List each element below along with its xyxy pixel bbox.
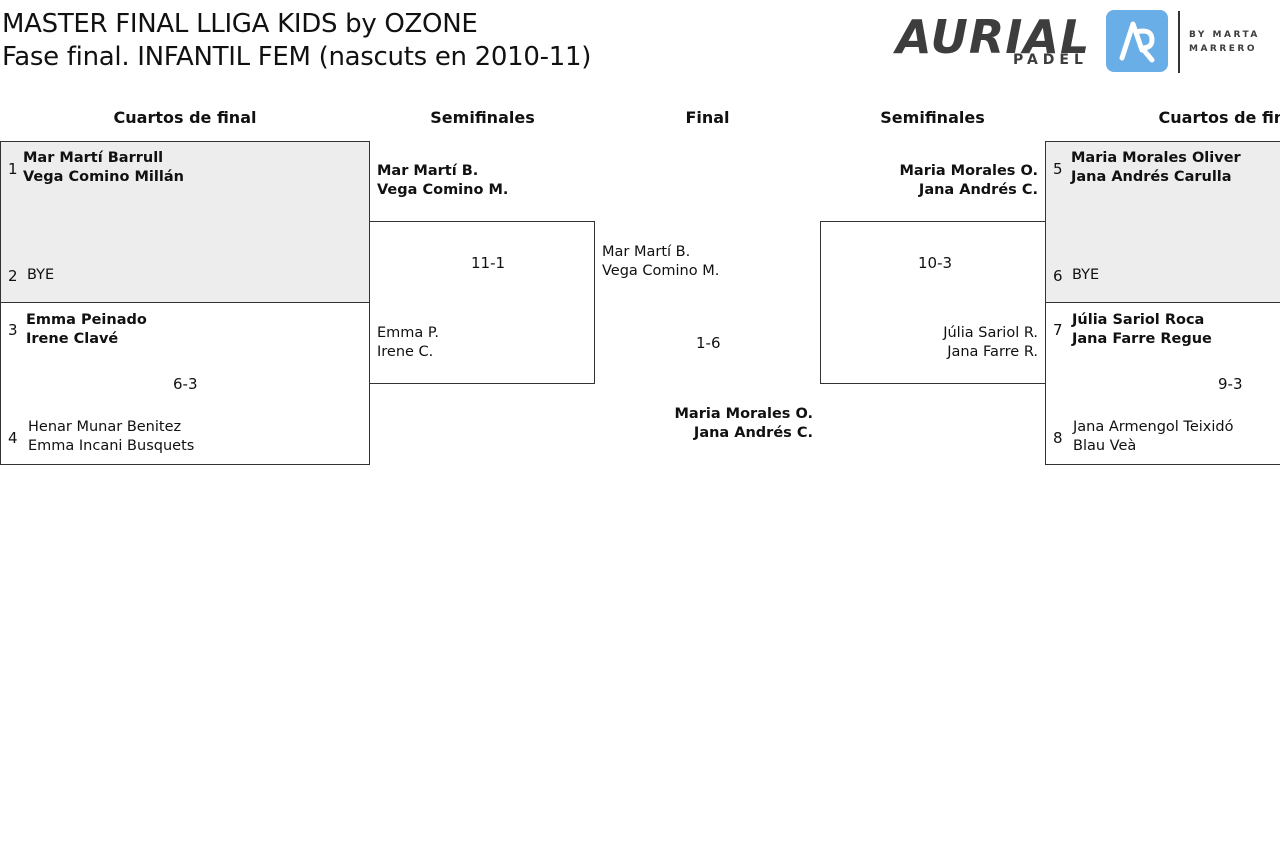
player-name: Jana Armengol Teixidó (1073, 419, 1234, 435)
seed-number: 1 (8, 160, 18, 178)
header-left-semifinals: Semifinales (430, 108, 535, 127)
logo-byline-2: MARRERO (1189, 44, 1258, 54)
logo-byline: BY MARTA MARRERO (1189, 28, 1260, 56)
seed-number: 4 (8, 429, 18, 447)
page-title: MASTER FINAL LLIGA KIDS by OZONE (2, 9, 478, 39)
player-name: Henar Munar Benitez (28, 419, 182, 435)
final-team-a: Mar Martí B. Vega Comino M. (602, 243, 719, 281)
team-name: Jana Armengol Teixidó Blau Veà (1073, 418, 1233, 456)
team-name: BYE (1072, 267, 1100, 283)
team-name: BYE (27, 267, 55, 283)
logo-byline-1: BY MARTA (1189, 30, 1260, 40)
aurial-padel-logo: AURIAL PADEL BY MARTA MARRERO (896, 8, 1276, 78)
logo-divider (1178, 11, 1180, 73)
team-name: Júlia Sariol Roca Jana Farre Regue (1072, 311, 1212, 349)
logo-mark-icon (1106, 10, 1168, 72)
seed-number: 3 (8, 321, 18, 339)
player-name: Maria Morales O. (674, 406, 814, 422)
header-right-semifinals: Semifinales (880, 108, 985, 127)
left-sf-team-a: Mar Martí B. Vega Comino M. (377, 162, 508, 200)
player-name: Emma Incani Busquets (28, 438, 195, 454)
seed-number: 2 (8, 267, 18, 285)
player-name: Maria Morales O. (899, 163, 1039, 179)
player-name: Júlia Sariol R. (943, 325, 1038, 341)
seed-number: 5 (1053, 160, 1063, 178)
player-name: Mar Martí B. (602, 244, 691, 260)
player-name: Maria Morales Oliver (1071, 150, 1241, 166)
player-name: Júlia Sariol Roca (1072, 312, 1205, 328)
player-name: Emma Peinado (26, 312, 147, 328)
match-score: 11-1 (471, 254, 506, 272)
player-name: Vega Comino M. (602, 263, 720, 279)
header-final: Final (685, 108, 730, 127)
player-name: Mar Martí Barrull (23, 150, 164, 166)
seed-number: 8 (1053, 429, 1063, 447)
player-name: Vega Comino M. (377, 182, 509, 198)
right-sf-team-a: Maria Morales O. Jana Andrés C. (860, 162, 1039, 200)
page-subtitle: Fase final. INFANTIL FEM (nascuts en 201… (2, 42, 592, 72)
right-sf-match: 10-3 Júlia Sariol R. Jana Farre R. (820, 221, 1046, 384)
player-name: Jana Andrés C. (693, 425, 813, 441)
player-name: Jana Andrés C. (918, 182, 1038, 198)
right-qf-match-1: 5 Maria Morales Oliver Jana Andrés Carul… (1045, 141, 1280, 303)
team-name: Maria Morales Oliver Jana Andrés Carulla (1071, 149, 1241, 187)
header-left-quarterfinals: Cuartos de final (113, 108, 257, 127)
match-score: 6-3 (173, 375, 198, 393)
left-sf-match: 11-1 Emma P. Irene C. (369, 221, 595, 384)
team-name: Mar Martí Barrull Vega Comino Millán (23, 149, 184, 187)
header-right-quarterfinals: Cuartos de final (1158, 108, 1280, 127)
final-winner: Maria Morales O. Jana Andrés C. (660, 405, 814, 443)
player-name: Vega Comino Millán (23, 169, 184, 185)
seed-number: 6 (1053, 267, 1063, 285)
team-name: Henar Munar Benitez Emma Incani Busquets (28, 418, 194, 456)
logo-subtext: PADEL (1013, 52, 1088, 68)
player-name: Mar Martí B. (377, 163, 479, 179)
right-qf-match-2: 7 Júlia Sariol Roca Jana Farre Regue 9-3… (1045, 302, 1280, 465)
match-score: 10-3 (918, 254, 953, 272)
final-score: 1-6 (696, 334, 721, 352)
player-name: Blau Veà (1073, 438, 1137, 454)
team-name: Emma Peinado Irene Clavé (26, 311, 147, 349)
player-name: Emma P. (377, 325, 440, 341)
seed-number: 7 (1053, 321, 1063, 339)
player-name: Jana Farre R. (947, 344, 1038, 360)
logo-wordmark: AURIAL (896, 10, 1091, 64)
player-name: Jana Farre Regue (1072, 331, 1212, 347)
left-qf-match-2: 3 Emma Peinado Irene Clavé 6-3 4 Henar M… (0, 302, 370, 465)
left-sf-team-b: Emma P. Irene C. (377, 324, 439, 362)
player-name: Irene Clavé (26, 331, 119, 347)
logo-glyph-icon (1119, 21, 1155, 63)
right-sf-team-b: Júlia Sariol R. Jana Farre R. (861, 324, 1038, 362)
match-score: 9-3 (1218, 375, 1243, 393)
left-qf-match-1: 1 Mar Martí Barrull Vega Comino Millán 2… (0, 141, 370, 303)
player-name: Jana Andrés Carulla (1071, 169, 1232, 185)
player-name: Irene C. (377, 344, 434, 360)
